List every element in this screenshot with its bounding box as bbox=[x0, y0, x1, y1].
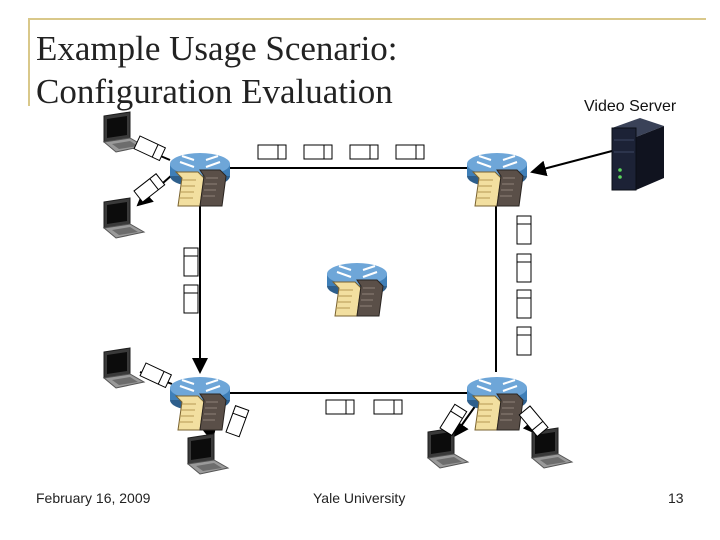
page-number: 13 bbox=[668, 490, 684, 506]
footer-date: February 16, 2009 bbox=[36, 490, 151, 506]
packet-icon bbox=[139, 362, 172, 389]
title-line-1: Example Usage Scenario: bbox=[36, 29, 398, 68]
packet-icon bbox=[373, 399, 403, 415]
title-frame-left bbox=[28, 18, 30, 106]
packet-icon bbox=[183, 284, 199, 314]
video-server-label: Video Server bbox=[584, 98, 677, 115]
packet-icon bbox=[516, 215, 532, 245]
packet-icon bbox=[325, 399, 355, 415]
laptop-icon bbox=[427, 427, 469, 469]
router-icon bbox=[466, 152, 528, 207]
footer-organization: Yale University bbox=[313, 490, 406, 506]
router-icon bbox=[326, 262, 388, 317]
packet-icon bbox=[516, 326, 532, 356]
packet-icon bbox=[516, 289, 532, 319]
packet-icon bbox=[303, 144, 333, 160]
packet-icon bbox=[516, 253, 532, 283]
packet-icon bbox=[349, 144, 379, 160]
laptop-icon bbox=[187, 433, 229, 475]
packet-icon bbox=[225, 405, 250, 438]
router-icon bbox=[169, 376, 231, 431]
router-icon bbox=[169, 152, 231, 207]
packet-icon bbox=[133, 173, 166, 203]
packet-icon bbox=[133, 135, 166, 162]
title-line-2: Configuration Evaluation bbox=[36, 72, 393, 111]
packet-icon bbox=[395, 144, 425, 160]
title-frame-top bbox=[28, 18, 706, 20]
packet-icon bbox=[439, 403, 468, 436]
router-icon bbox=[466, 376, 528, 431]
link-server bbox=[530, 150, 613, 177]
link-laptop-br1 bbox=[452, 404, 477, 438]
packet-icon bbox=[183, 247, 199, 277]
slide-title: Example Usage Scenario: Configuration Ev… bbox=[36, 27, 398, 113]
laptop-icon bbox=[103, 347, 145, 389]
packet-icon bbox=[257, 144, 287, 160]
server-icon bbox=[611, 118, 664, 191]
